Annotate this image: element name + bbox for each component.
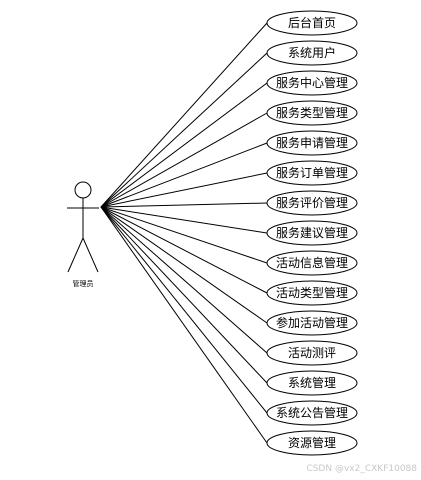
- use-case: 系统用户: [266, 40, 358, 66]
- use-case-ellipse: [266, 100, 358, 126]
- use-case-label: 系统公告管理: [276, 405, 348, 420]
- use-case-ellipse: [266, 220, 358, 246]
- association-line: [100, 22, 268, 208]
- use-case: 活动信息管理: [266, 250, 358, 276]
- association-line: [100, 206, 268, 294]
- use-case-label: 活动类型管理: [276, 285, 348, 300]
- actor-left-leg: [67, 237, 84, 273]
- association-line: [100, 82, 268, 208]
- use-case: 服务评价管理: [266, 190, 358, 216]
- use-case-ellipse: [266, 190, 358, 216]
- use-case: 后台首页: [266, 10, 358, 36]
- use-case-label: 服务申请管理: [276, 135, 348, 150]
- use-case-ellipse: [266, 10, 358, 36]
- use-case-ellipse: [266, 430, 358, 456]
- use-case-ellipse: [266, 70, 358, 96]
- use-case-ellipse: [266, 160, 358, 186]
- use-case: 服务订单管理: [266, 160, 358, 186]
- use-case-label: 服务类型管理: [276, 105, 348, 120]
- use-case: 资源管理: [266, 430, 358, 456]
- use-cases: 后台首页系统用户服务中心管理服务类型管理服务申请管理服务订单管理服务评价管理服务…: [266, 10, 358, 456]
- use-case: 系统公告管理: [266, 400, 358, 426]
- use-case: 服务类型管理: [266, 100, 358, 126]
- association-line: [100, 206, 268, 234]
- association-line: [100, 206, 268, 444]
- association-line: [100, 112, 268, 208]
- use-case: 活动测评: [266, 340, 358, 366]
- use-case-ellipse: [266, 40, 358, 66]
- use-case-label: 参加活动管理: [276, 315, 348, 330]
- use-case-ellipse: [266, 310, 358, 336]
- use-case-label: 资源管理: [288, 435, 336, 450]
- use-case-ellipse: [266, 400, 358, 426]
- association-lines: [100, 22, 268, 444]
- use-case-label: 服务订单管理: [276, 165, 348, 180]
- association-line: [100, 206, 268, 264]
- actor-administrator: 管理员: [67, 181, 99, 288]
- use-case: 服务建议管理: [266, 220, 358, 246]
- actor-head: [74, 181, 92, 199]
- association-line: [100, 206, 268, 384]
- use-case-label: 活动信息管理: [276, 255, 348, 270]
- association-line: [100, 206, 268, 324]
- association-line: [100, 142, 268, 208]
- association-line: [100, 172, 268, 208]
- use-case-label: 服务评价管理: [276, 195, 348, 210]
- use-case-ellipse: [266, 280, 358, 306]
- use-case: 服务中心管理: [266, 70, 358, 96]
- use-case-label: 活动测评: [288, 346, 336, 360]
- association-line: [100, 206, 268, 354]
- use-case: 活动类型管理: [266, 280, 358, 306]
- use-case-ellipse: [266, 340, 358, 366]
- use-case-ellipse: [266, 130, 358, 156]
- use-case-label: 服务中心管理: [276, 75, 348, 90]
- watermark: CSDN @vx2_CXKF10088: [306, 464, 417, 474]
- use-case-label: 系统管理: [288, 375, 336, 390]
- actor-label: 管理员: [73, 279, 94, 288]
- association-line: [100, 202, 268, 208]
- use-case-label: 后台首页: [288, 15, 336, 30]
- association-line: [100, 206, 268, 414]
- actor-right-leg: [82, 237, 99, 273]
- use-case-ellipse: [266, 370, 358, 396]
- association-line: [100, 52, 268, 208]
- use-case-label: 服务建议管理: [276, 225, 348, 240]
- use-case-ellipse: [266, 250, 358, 276]
- use-case: 服务申请管理: [266, 130, 358, 156]
- use-case: 参加活动管理: [266, 310, 358, 336]
- use-case-label: 系统用户: [288, 45, 336, 60]
- use-case: 系统管理: [266, 370, 358, 396]
